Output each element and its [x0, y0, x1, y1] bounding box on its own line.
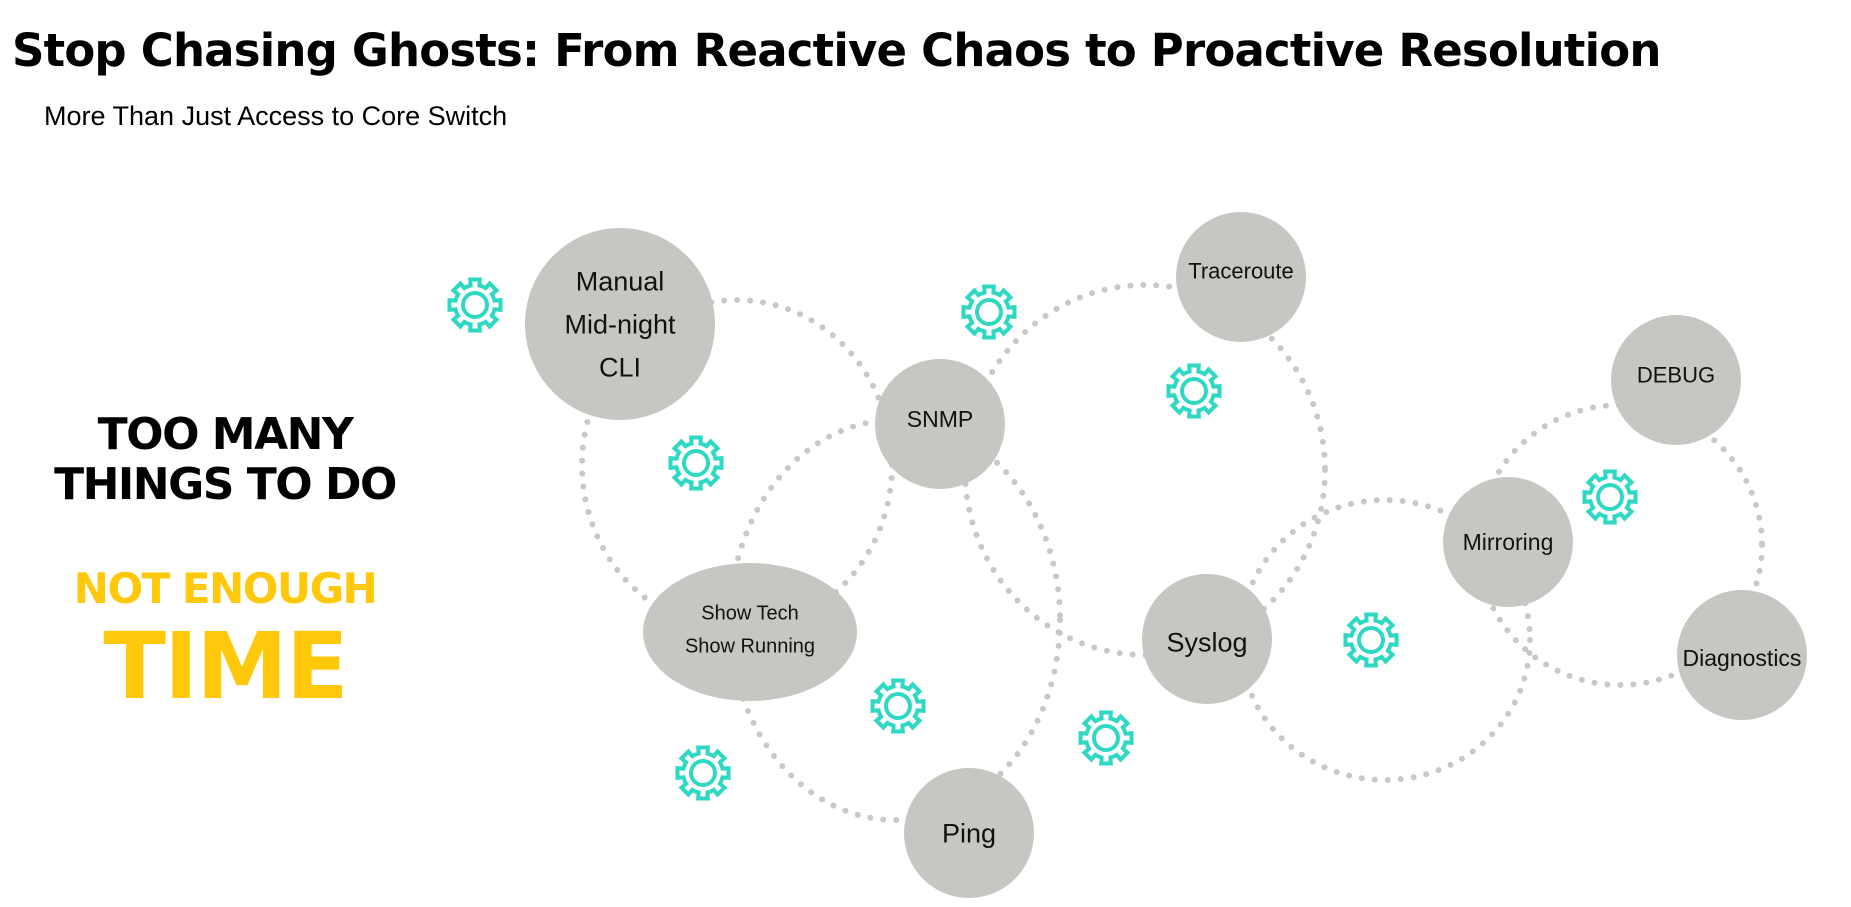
node-shape	[875, 359, 1005, 489]
node-shape	[904, 768, 1034, 898]
node-debug: DEBUG	[1611, 315, 1741, 445]
node-shape	[1142, 574, 1272, 704]
node-label: Show Running	[685, 636, 815, 658]
node-label: Ping	[942, 818, 996, 848]
node-label: Show Tech	[701, 603, 798, 625]
node-mirroring: Mirroring	[1443, 477, 1573, 607]
node-label: Syslog	[1166, 627, 1247, 657]
gear-icons	[447, 277, 1638, 801]
too-many-heading: TOO MANY THINGS TO DO	[40, 410, 410, 510]
page-title: Stop Chasing Ghosts: From Reactive Chaos…	[12, 24, 1661, 77]
gear-icon	[675, 745, 731, 801]
node-label: Manual	[576, 266, 665, 296]
node-shape	[1176, 212, 1306, 342]
node-shape	[525, 228, 715, 420]
gear-icon	[1078, 710, 1134, 766]
gear-icon	[870, 678, 926, 734]
time-heading: TIME	[103, 613, 348, 720]
gear-icon	[447, 277, 503, 333]
node-shape	[643, 563, 857, 701]
node-label: Mirroring	[1463, 529, 1554, 555]
node-traceroute: Traceroute	[1176, 212, 1306, 342]
gear-icon	[961, 284, 1017, 340]
gear-icon	[668, 435, 724, 491]
node-snmp: SNMP	[875, 359, 1005, 489]
node-label: DEBUG	[1637, 363, 1715, 388]
node-label: CLI	[599, 352, 641, 382]
node-ping: Ping	[904, 768, 1034, 898]
not-enough-heading: NOT ENOUGH	[73, 564, 378, 613]
loop-snmp-traceroute-syslog	[962, 282, 1328, 658]
node-shape	[1611, 315, 1741, 445]
gear-icon	[1343, 612, 1399, 668]
gear-icon	[1166, 363, 1222, 419]
too-many-line-2: THINGS TO DO	[54, 459, 397, 510]
node-shape	[1677, 590, 1807, 720]
node-label: Traceroute	[1188, 259, 1294, 284]
page-subtitle: More Than Just Access to Core Switch	[44, 101, 508, 131]
gear-icon	[1582, 469, 1638, 525]
dotted-loops	[579, 282, 1765, 823]
loop-syslog-mirroring	[1237, 497, 1533, 783]
node-label: Diagnostics	[1683, 645, 1802, 671]
node-shape	[1443, 477, 1573, 607]
too-many-line-1: TOO MANY	[97, 409, 354, 460]
node-diagnostics: Diagnostics	[1677, 590, 1807, 720]
node-label: SNMP	[907, 406, 973, 432]
node-label: Mid-night	[564, 309, 676, 339]
node-syslog: Syslog	[1142, 574, 1272, 704]
